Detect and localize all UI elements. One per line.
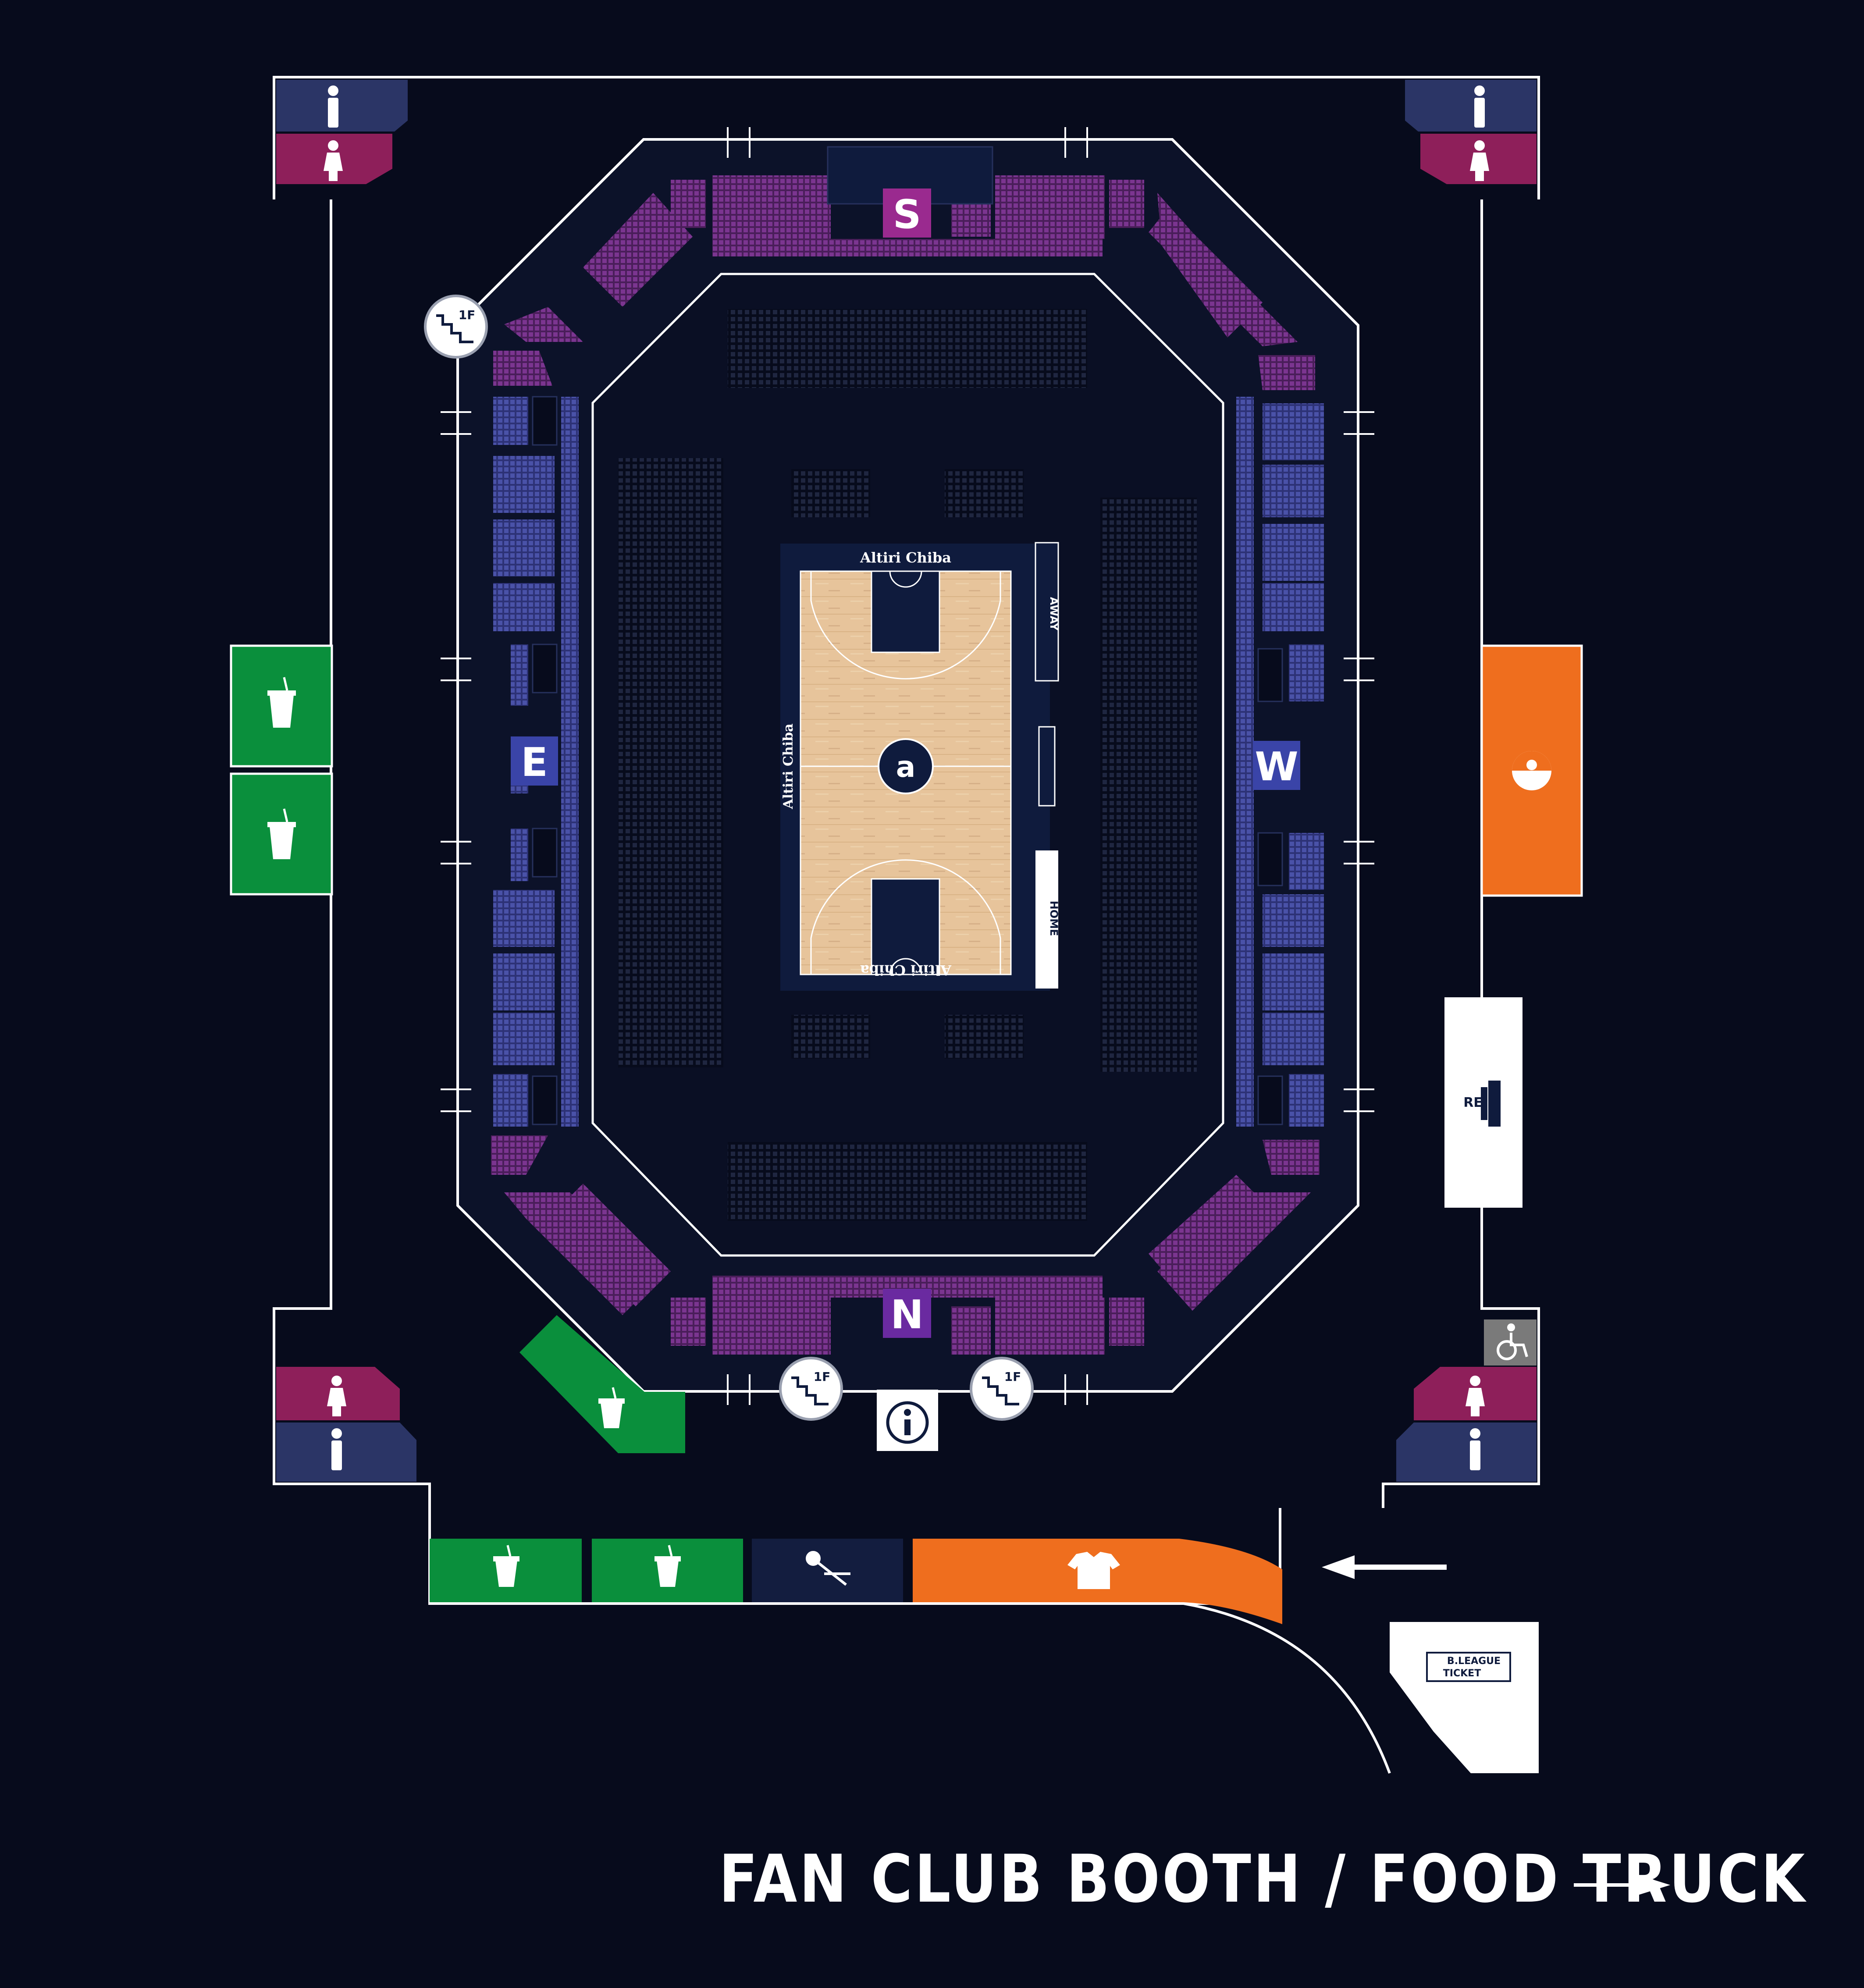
door-exit-icon xyxy=(1481,1081,1501,1127)
food-booth-bottom-2[interactable] xyxy=(592,1539,743,1602)
drink-cup-icon xyxy=(598,1387,625,1428)
svg-text:S: S xyxy=(893,192,921,238)
svg-text:1F: 1F xyxy=(1004,1369,1021,1384)
section-label-north: N xyxy=(883,1289,931,1338)
t-shirt-icon xyxy=(1067,1552,1120,1589)
court-team-name-bottom: Altiri Chiba xyxy=(860,962,952,978)
female-restroom-icon xyxy=(1470,140,1489,181)
drink-cup-icon xyxy=(267,677,296,728)
stairs-1f-top-left[interactable]: 1F xyxy=(424,295,488,359)
entrance-arrows xyxy=(441,127,1374,1405)
merch-booth-right[interactable] xyxy=(1480,644,1583,897)
merch-booth-bottom[interactable] xyxy=(913,1539,1282,1624)
svg-text:HOME: HOME xyxy=(1048,901,1060,936)
ticket-label-line2: TICKET xyxy=(1443,1668,1481,1679)
reentry-gate[interactable]: RE xyxy=(1444,997,1523,1208)
female-restroom-icon xyxy=(327,1376,346,1416)
section-label-east: E xyxy=(511,736,558,786)
svg-text:1F: 1F xyxy=(814,1369,831,1384)
drink-cup-icon xyxy=(655,1545,681,1587)
stairs-icon xyxy=(436,314,473,343)
information-desk[interactable] xyxy=(877,1390,938,1451)
svg-text:Altiri Chiba: Altiri Chiba xyxy=(781,723,796,809)
svg-text:1F: 1F xyxy=(459,308,476,322)
restroom-top-left[interactable] xyxy=(276,80,408,184)
away-bench: AWAY xyxy=(1035,542,1060,682)
drink-cup-icon xyxy=(267,808,296,859)
team-ball-icon xyxy=(1512,751,1551,790)
south-seating xyxy=(493,146,1315,390)
ticket-label-line1: B.LEAGUE xyxy=(1447,1656,1501,1667)
section-label-south: S xyxy=(883,188,931,238)
stairs-icon xyxy=(791,1376,829,1405)
drink-cup-icon xyxy=(493,1545,519,1587)
ticket-booth[interactable]: B.LEAGUE TICKET xyxy=(1390,1622,1539,1773)
fan-club-food-truck-direction: FAN CLUB BOOTH / FOOD TRUCK xyxy=(719,1841,1807,1917)
arrow-icon xyxy=(1322,1555,1447,1579)
food-booth-left-upper[interactable] xyxy=(230,644,333,768)
svg-text:E: E xyxy=(521,740,548,786)
court-logo-glyph: a xyxy=(896,750,916,784)
scorer-table xyxy=(1038,726,1056,807)
restroom-bottom-left[interactable] xyxy=(276,1367,416,1482)
female-restroom-icon xyxy=(1466,1376,1485,1416)
svg-text:AWAY: AWAY xyxy=(1048,597,1060,631)
svg-text:Altiri Chiba: Altiri Chiba xyxy=(860,549,951,566)
male-restroom-icon xyxy=(331,1428,342,1470)
restroom-top-right[interactable] xyxy=(1405,80,1537,184)
food-booth-diagonal[interactable] xyxy=(519,1315,685,1453)
food-booth-left-lower[interactable] xyxy=(230,772,333,896)
wheelchair-icon xyxy=(1497,1323,1528,1360)
court-team-name-top: Altiri Chiba xyxy=(860,549,951,566)
male-restroom-icon xyxy=(1470,1428,1480,1470)
fan-club-booth[interactable] xyxy=(752,1539,903,1602)
section-label-west: W xyxy=(1253,741,1300,790)
female-restroom-icon xyxy=(324,140,343,181)
stairs-icon xyxy=(982,1376,1019,1405)
stairs-1f-bottom-left[interactable]: 1F xyxy=(779,1357,843,1421)
svg-text:N: N xyxy=(890,1292,923,1338)
arrow-icon xyxy=(1574,1874,1670,1896)
stairs-1f-bottom-right[interactable]: 1F xyxy=(970,1357,1034,1421)
court-team-name-side: Altiri Chiba xyxy=(781,723,796,809)
west-seating xyxy=(1236,397,1324,1127)
food-booth-bottom-1[interactable] xyxy=(430,1539,582,1602)
floor-seating xyxy=(618,309,1197,1221)
north-seating xyxy=(491,1135,1320,1355)
noisemaker-icon xyxy=(806,1551,850,1586)
information-icon xyxy=(886,1401,929,1444)
svg-text:W: W xyxy=(1255,744,1298,790)
basketball-court: a xyxy=(780,544,1050,991)
restroom-bottom-right[interactable] xyxy=(1396,1367,1537,1482)
home-bench: HOME xyxy=(1035,850,1060,989)
male-restroom-icon xyxy=(1474,85,1485,128)
svg-text:Altiri Chiba: Altiri Chiba xyxy=(860,962,952,978)
accessible-seating[interactable] xyxy=(1484,1319,1537,1366)
male-restroom-icon xyxy=(328,85,338,128)
svg-text:RE: RE xyxy=(1463,1095,1483,1110)
